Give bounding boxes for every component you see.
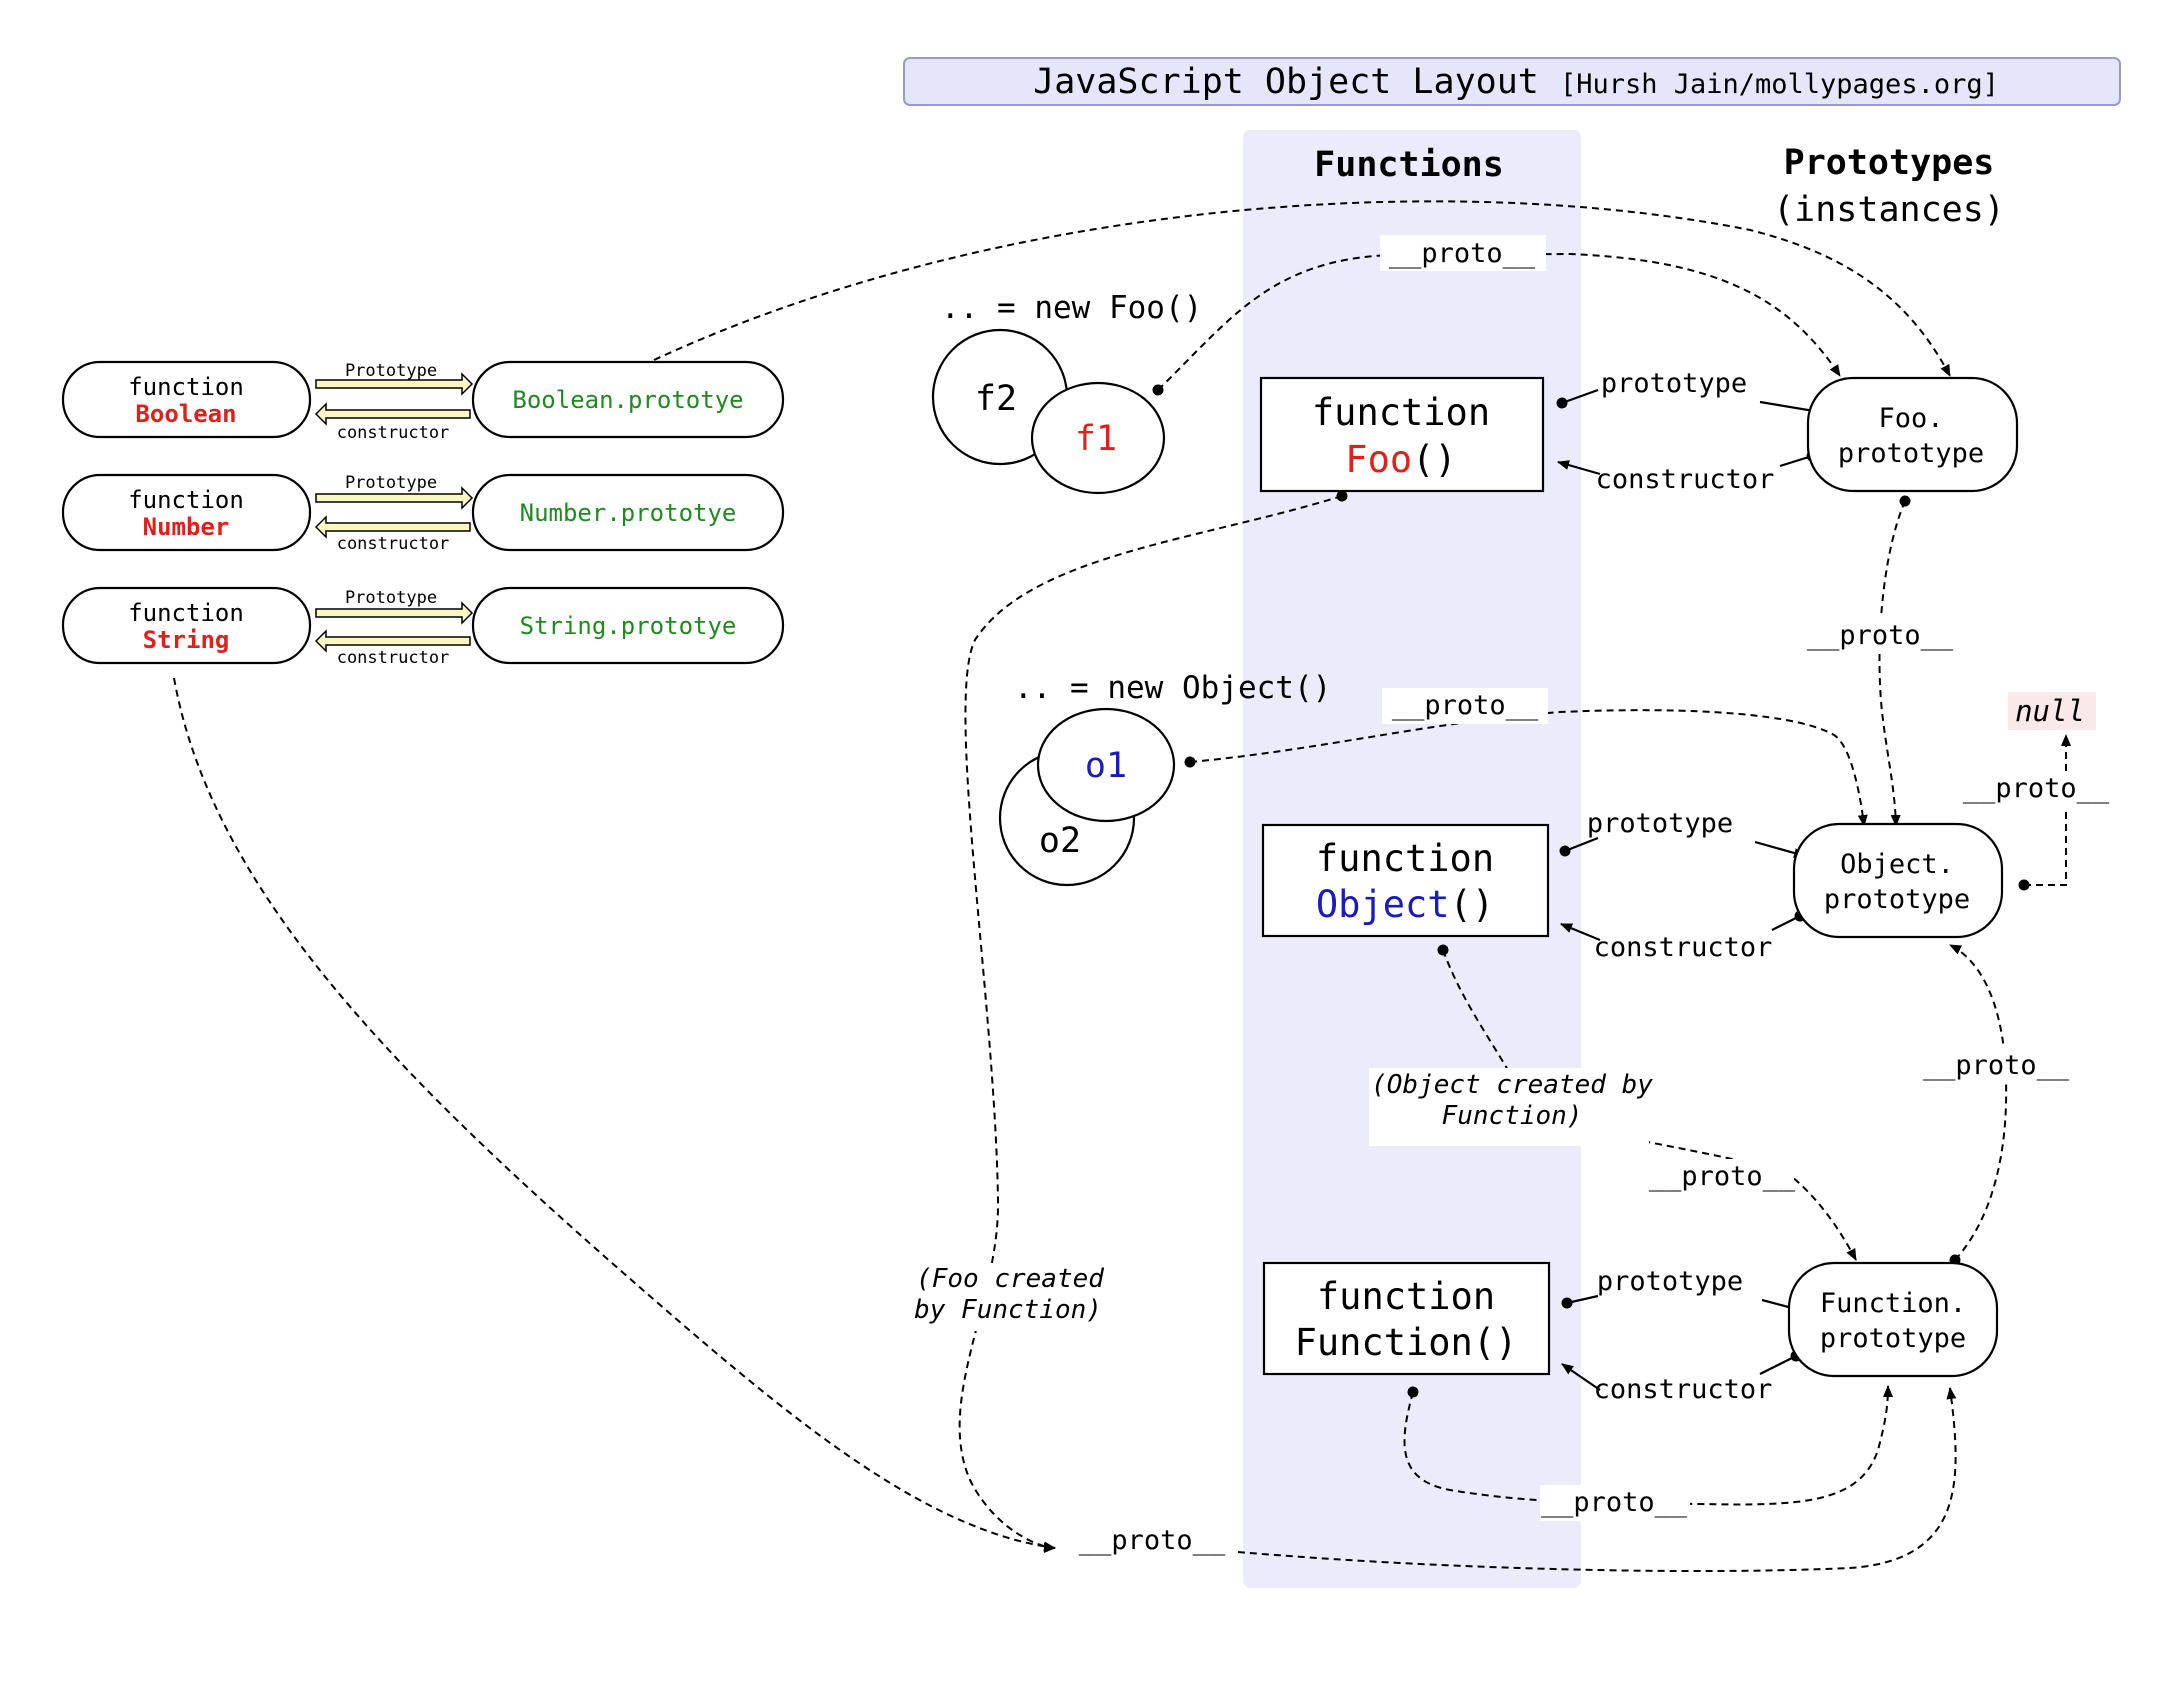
prototype-line2: prototype xyxy=(1824,884,1970,915)
builtin-keyword: function xyxy=(128,599,244,627)
builtin-name: Boolean xyxy=(135,400,236,428)
function-prototype-proto-link xyxy=(1949,944,2008,1266)
object-links xyxy=(1559,836,1806,942)
builtin-row-string: function String Prototype constructor St… xyxy=(61,586,785,668)
foo-created-note-line2: by Function) xyxy=(914,1295,1102,1325)
builtin-keyword: function xyxy=(128,373,244,401)
builtin-constructor-arrow-label: constructor xyxy=(337,534,450,554)
builtin-prototype-name: Number.prototye xyxy=(520,499,737,527)
instance-f1-label: f1 xyxy=(1075,419,1117,459)
builtin-prototype-arrow-label: Prototype xyxy=(345,473,437,493)
builtin-prototype-arrow-label: Prototype xyxy=(345,361,437,381)
svg-text:Object(): Object() xyxy=(1316,883,1494,926)
instance-f2-label: f2 xyxy=(975,379,1017,419)
o1-proto-label: __proto__ xyxy=(1392,690,1539,721)
instance-o2-label: o2 xyxy=(1039,821,1081,861)
prototype-line1: Object. xyxy=(1840,849,1954,880)
object-prototype-proto-link xyxy=(2018,734,2071,891)
function-parens: () xyxy=(1450,883,1495,926)
builtin-row-number: function Number Prototype constructor Nu… xyxy=(61,473,785,554)
builtin-row-boolean: function Boolean Prototype constructor B… xyxy=(61,360,785,443)
function-function-proto-label: __proto__ xyxy=(1541,1487,1688,1518)
foo-created-note-line1: (Foo created xyxy=(916,1264,1104,1294)
new-object-caption: .. = new Object() xyxy=(1014,670,1331,706)
function-parens: () xyxy=(1412,438,1457,481)
title-banner: JavaScript Object Layout [Hursh Jain/mol… xyxy=(903,57,2121,106)
object-created-note-line2: Function) xyxy=(1442,1101,1583,1131)
instance-o1-label: o1 xyxy=(1085,746,1127,786)
builtin-name: String xyxy=(143,626,230,654)
null-node: null xyxy=(2008,692,2096,730)
builtin-constructor-arrow-label: constructor xyxy=(337,423,450,443)
svg-text:JavaScript Object Layout: JavaScript Object Layout [Hursh Jain/mol… xyxy=(1033,62,1999,102)
foo-constructor-edge-label: constructor xyxy=(1596,464,1775,495)
builtin-name: Number xyxy=(143,513,230,541)
function-foo-box: function Foo() xyxy=(1259,376,1545,493)
object-prototype-proto-label: __proto__ xyxy=(1963,773,2110,804)
boolean-prototype-proto-arc xyxy=(653,200,1951,377)
bottom-proto-to-function-prototype xyxy=(1237,1387,1957,1573)
f1-proto-link xyxy=(1152,252,1841,396)
foo-links xyxy=(1556,388,1821,476)
foo-prototype-proto-label: __proto__ xyxy=(1807,620,1954,651)
function-prototype-edge-label: prototype xyxy=(1597,1266,1743,1297)
prototypes-column-subheader: (instances) xyxy=(1773,190,2005,230)
object-constructor-edge-label: constructor xyxy=(1594,932,1773,963)
function-function-box: function Function() xyxy=(1262,1261,1551,1376)
foo-prototype-box: Foo. prototype xyxy=(1806,376,2019,493)
bottom-proto-label: __proto__ xyxy=(1079,1525,1226,1556)
foo-function-proto-curve xyxy=(958,490,1348,1553)
string-proto-curve xyxy=(173,677,1056,1552)
foo-prototype-edge-label: prototype xyxy=(1601,368,1747,399)
function-object-name: Object xyxy=(1316,883,1450,926)
instance-f1: f1 xyxy=(1030,381,1166,495)
function-prototype-proto-label: __proto__ xyxy=(1923,1050,2070,1081)
new-foo-caption: .. = new Foo() xyxy=(941,290,1202,326)
builtin-prototype-name: Boolean.prototye xyxy=(512,386,743,414)
diagram-title: JavaScript Object Layout xyxy=(1033,62,1539,102)
object-prototype-edge-label: prototype xyxy=(1587,808,1733,839)
function-constructor-edge-label: constructor xyxy=(1594,1374,1773,1405)
object-created-note-line1: (Object created by xyxy=(1371,1070,1653,1100)
function-function-name: Function() xyxy=(1295,1321,1518,1364)
builtin-constructor-arrow-label: constructor xyxy=(337,648,450,668)
f1-proto-label: __proto__ xyxy=(1389,238,1536,269)
functions-column-header: Functions xyxy=(1314,145,1504,185)
function-prototype-box: Function. prototype xyxy=(1787,1261,1999,1378)
builtin-keyword: function xyxy=(128,486,244,514)
instance-o1: o1 xyxy=(1036,707,1176,823)
function-object-box: function Object() xyxy=(1261,823,1550,938)
null-label: null xyxy=(2015,694,2085,728)
prototypes-column-header: Prototypes xyxy=(1784,143,1995,183)
object-function-proto-label: __proto__ xyxy=(1649,1161,1796,1192)
object-prototype-box: Object. prototype xyxy=(1792,822,2004,939)
function-keyword: function xyxy=(1316,837,1494,880)
function-keyword: function xyxy=(1312,391,1490,434)
prototype-line2: prototype xyxy=(1838,438,1984,469)
prototype-line1: Foo. xyxy=(1878,403,1943,434)
function-foo-name: Foo xyxy=(1345,438,1412,481)
prototype-line2: prototype xyxy=(1820,1323,1966,1354)
foo-prototype-proto-link xyxy=(1878,495,1911,827)
function-keyword: function xyxy=(1317,1275,1495,1318)
builtin-prototype-arrow-label: Prototype xyxy=(345,588,437,608)
prototype-line1: Function. xyxy=(1820,1288,1966,1319)
svg-text:Foo(): Foo() xyxy=(1345,438,1456,481)
diagram-credit: [Hursh Jain/mollypages.org] xyxy=(1560,69,1999,100)
builtin-prototype-name: String.prototye xyxy=(520,612,737,640)
